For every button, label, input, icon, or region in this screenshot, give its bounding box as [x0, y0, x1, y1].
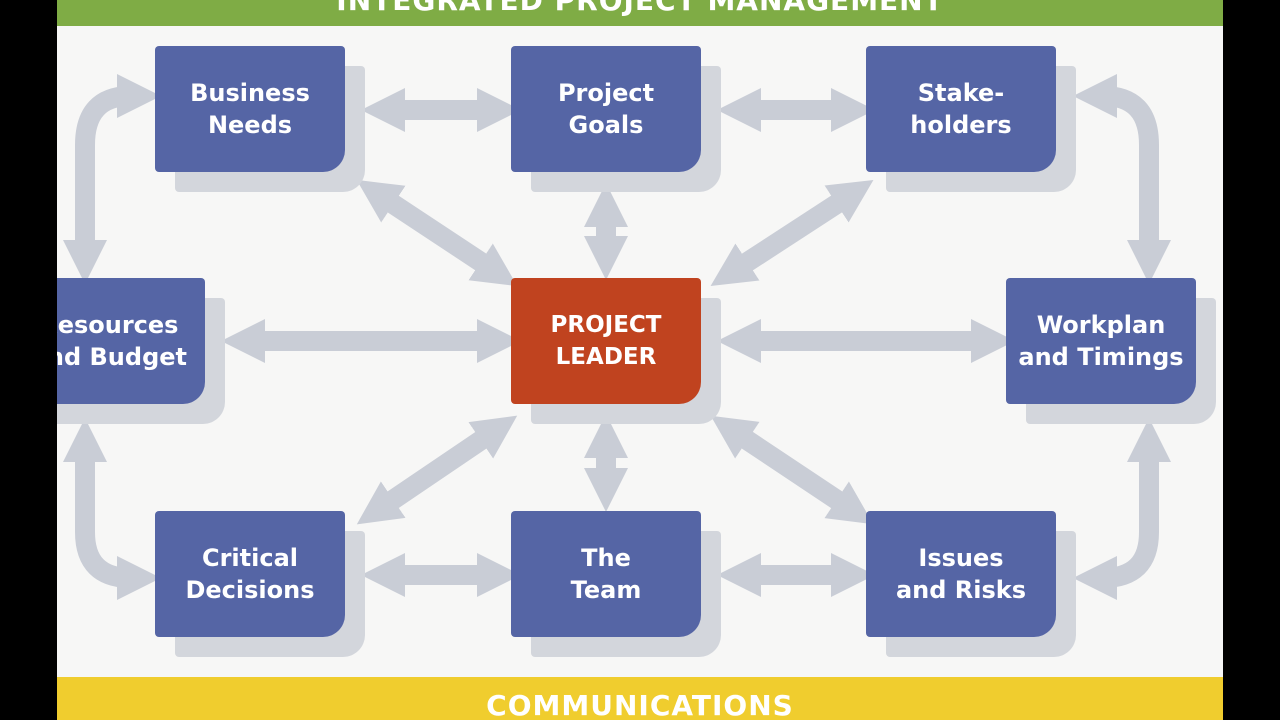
diagram-canvas: INTEGRATED PROJECT MANAGEMENT [57, 0, 1223, 720]
node-stakeholders: Stake- holders [866, 46, 1056, 172]
node-project-leader: PROJECT LEADER [511, 278, 701, 404]
node-issues-risks: Issues and Risks [866, 511, 1056, 637]
arrow-decisions-leader [356, 415, 518, 525]
top-banner: INTEGRATED PROJECT MANAGEMENT [57, 0, 1223, 26]
arrow-issues-leader [710, 415, 874, 525]
node-resources-budget: Resources and Budget [57, 278, 205, 404]
arrow-resources-business [62, 73, 162, 285]
bottom-banner-title: COMMUNICATIONS [486, 689, 794, 720]
node-critical-decisions: Critical Decisions [155, 511, 345, 637]
bottom-banner: COMMUNICATIONS [57, 677, 1223, 720]
arrow-workplan-stakeholders [1072, 73, 1172, 285]
connector-arrows [62, 73, 1172, 601]
arrow-resources-decisions [62, 417, 162, 601]
arrow-business-leader [356, 179, 518, 287]
top-banner-title: INTEGRATED PROJECT MANAGEMENT [336, 0, 944, 17]
arrow-stakeholders-leader [710, 179, 874, 287]
node-business-needs: Business Needs [155, 46, 345, 172]
arrow-workplan-issues [1072, 417, 1172, 601]
node-project-goals: Project Goals [511, 46, 701, 172]
node-the-team: The Team [511, 511, 701, 637]
node-workplan-timings: Workplan and Timings [1006, 278, 1196, 404]
